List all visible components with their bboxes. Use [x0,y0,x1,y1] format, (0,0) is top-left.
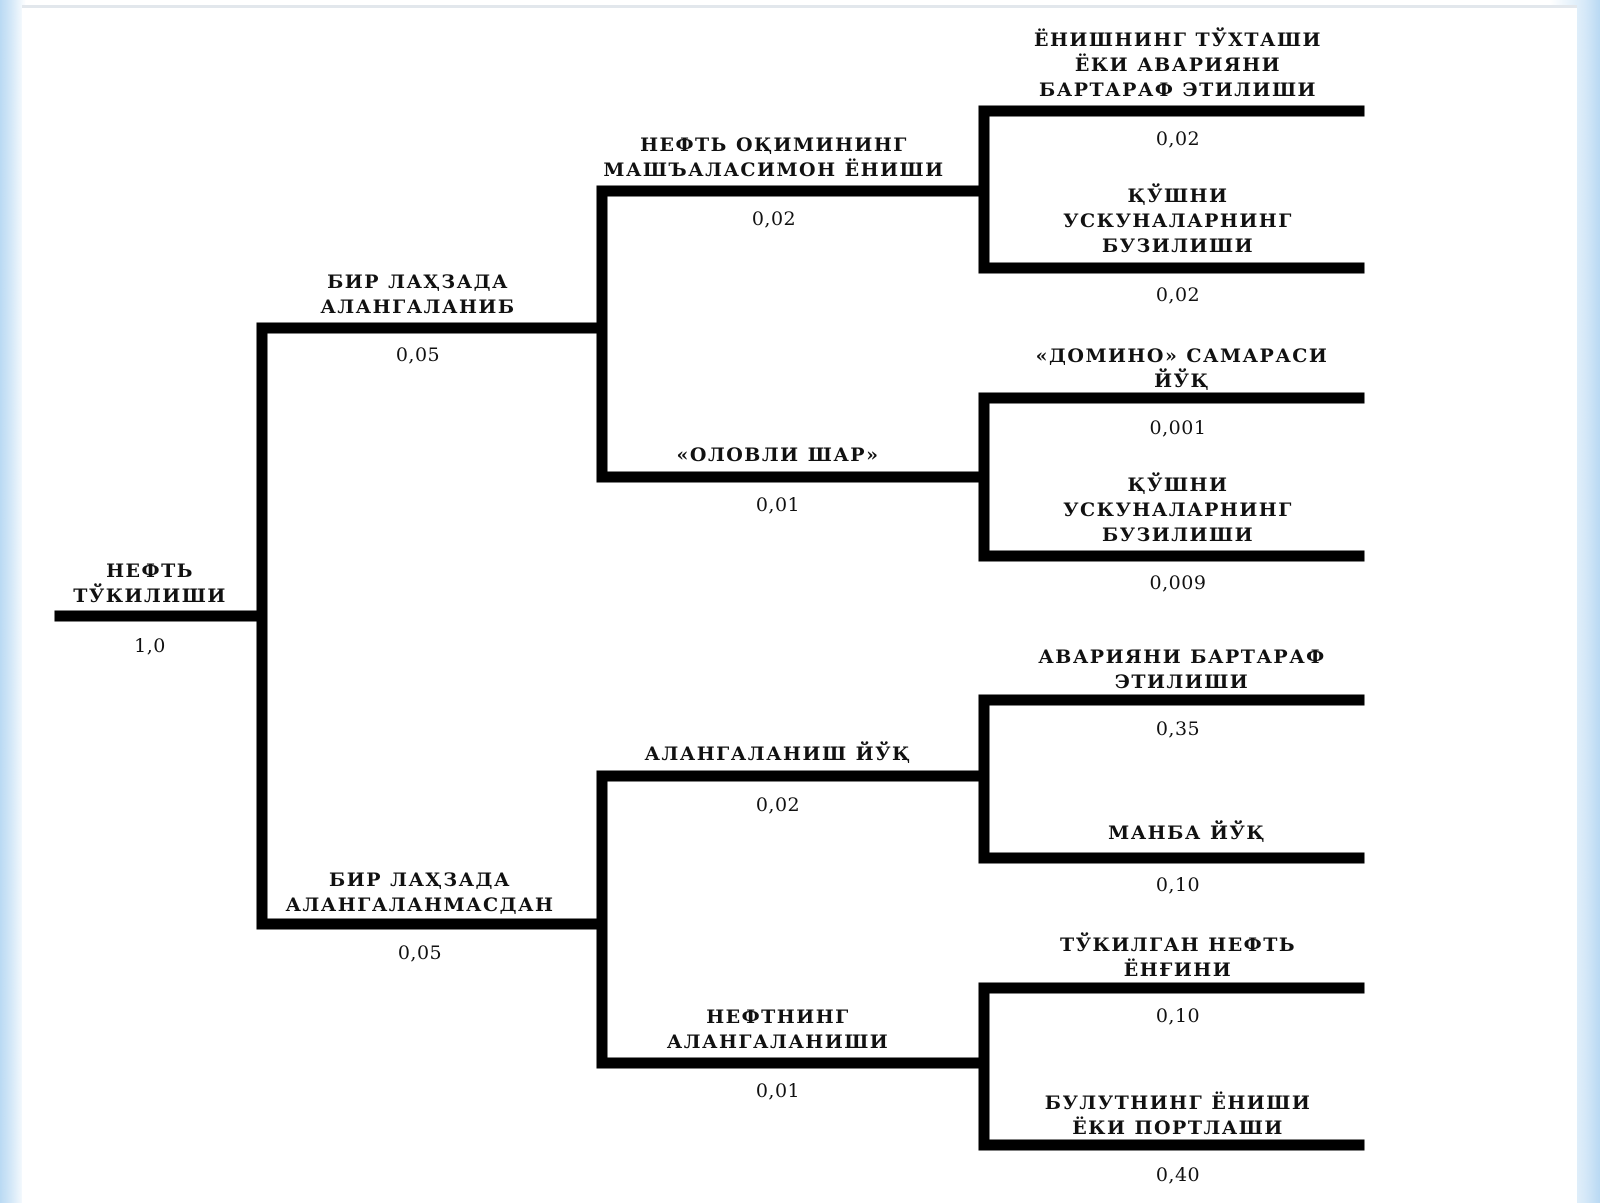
l3-probability-2: 0,001 [1149,417,1207,439]
l3-label-line: ЁНИШНИНГ ТЎХТАШИ [1033,29,1323,51]
l3-probability-3: 0,009 [1149,572,1207,594]
root-label-line: НЕФТЬ [106,560,194,582]
l3-label-3: ҚЎШНИ УСКУНАЛАРНИНГ БУЗИЛИШИ [1063,473,1293,548]
l3-label-line: ЙЎҚ [1154,370,1210,392]
l3-probability-0: 0,02 [1155,128,1201,150]
l2-label-line: «ОЛОВЛИ ШАР» [676,444,880,466]
l1-probability-0: 0,05 [395,344,441,366]
root-label-line: ТЎКИЛИШИ [73,585,227,607]
l2-probability-3: 0,01 [755,1080,801,1102]
l3-probability-1: 0,02 [1155,284,1201,306]
l2-label-2: АЛАНГАЛАНИШ ЙЎҚ [644,742,911,767]
l2-label-1: «ОЛОВЛИ ШАР» [677,443,880,468]
l3-probability-6: 0,10 [1155,1005,1201,1027]
l3-label-line: ҚЎШНИ [1127,474,1229,496]
l3-probability-5: 0,10 [1155,874,1201,896]
l3-probability-4: 0,35 [1155,718,1201,740]
l3-label-line: ЭТИЛИШИ [1114,671,1250,693]
l2-label-line: НЕФТЬ ОҚИМИНИНГ [640,134,908,156]
l1-label-1: БИР ЛАҲЗАДА АЛАНГАЛАНМАСДАН [286,868,555,918]
l3-label-line: ЁНҒИНИ [1123,959,1233,981]
l1-label-0: БИР ЛАҲЗАДА АЛАНГАЛАНИБ [320,270,515,320]
l3-label-line: ҚЎШНИ [1127,185,1229,207]
l1-label-line: АЛАНГАЛАНИБ [320,296,516,318]
l3-label-6: ТЎКИЛГАН НЕФТЬ ЁНҒИНИ [1060,933,1296,983]
l3-label-5: МАНБА ЙЎҚ [1108,821,1266,846]
diagram-panel: НЕФТЬ ТЎКИЛИШИ 1,0 БИР ЛАҲЗАДА АЛАНГАЛАН… [22,5,1577,1203]
l3-label-line: «ДОМИНО» САМАРАСИ [1035,345,1329,367]
l3-label-7: БУЛУТНИНГ ЁНИШИ ЁКИ ПОРТЛАШИ [1045,1091,1312,1141]
root-probability: 1,0 [134,635,166,657]
l3-label-line: УСКУНАЛАРНИНГ [1063,210,1293,232]
l3-label-4: АВАРИЯНИ БАРТАРАФ ЭТИЛИШИ [1038,645,1325,695]
root-label: НЕФТЬ ТЎКИЛИШИ [73,559,227,609]
l3-label-line: ЁКИ АВАРИЯНИ [1074,54,1282,76]
event-tree-lines [54,105,1365,1151]
l2-label-line: НЕФТНИНГ [706,1006,850,1028]
l2-probability-0: 0,02 [751,208,797,230]
l2-label-line: АЛАНГАЛАНИШ ЙЎҚ [644,743,912,765]
l2-label-3: НЕФТНИНГ АЛАНГАЛАНИШИ [667,1005,890,1055]
l2-label-line: АЛАНГАЛАНИШИ [666,1031,890,1053]
l1-probability-1: 0,05 [397,942,443,964]
l1-label-line: АЛАНГАЛАНМАСДАН [285,894,555,916]
l3-label-line: УСКУНАЛАРНИНГ [1063,499,1293,521]
l2-probability-1: 0,01 [755,494,801,516]
l2-probability-2: 0,02 [755,794,801,816]
l1-label-line: БИР ЛАҲЗАДА [327,271,509,293]
l3-label-line: БУЗИЛИШИ [1101,235,1255,257]
l2-label-0: НЕФТЬ ОҚИМИНИНГ МАШЪАЛАСИМОН ЁНИШИ [603,133,944,183]
l3-label-line: МАНБА ЙЎҚ [1108,822,1266,844]
l3-label-1: ҚЎШНИ УСКУНАЛАРНИНГ БУЗИЛИШИ [1063,184,1293,259]
l2-label-line: МАШЪАЛАСИМОН ЁНИШИ [603,159,945,181]
l3-label-line: БУЗИЛИШИ [1101,524,1255,546]
l3-label-2: «ДОМИНО» САМАРАСИ ЙЎҚ [1036,344,1329,394]
l1-label-line: БИР ЛАҲЗАДА [329,869,511,891]
l3-label-line: БУЛУТНИНГ ЁНИШИ [1044,1092,1312,1114]
l3-probability-7: 0,40 [1155,1164,1201,1186]
l3-label-line: ЁКИ ПОРТЛАШИ [1072,1117,1284,1139]
l3-label-line: АВАРИЯНИ БАРТАРАФ [1038,646,1326,668]
l3-label-line: ТЎКИЛГАН НЕФТЬ [1059,934,1297,956]
l3-label-0: ЁНИШНИНГ ТЎХТАШИ ЁКИ АВАРИЯНИ БАРТАРАФ Э… [1034,28,1322,103]
l3-label-line: БАРТАРАФ ЭТИЛИШИ [1038,79,1317,101]
